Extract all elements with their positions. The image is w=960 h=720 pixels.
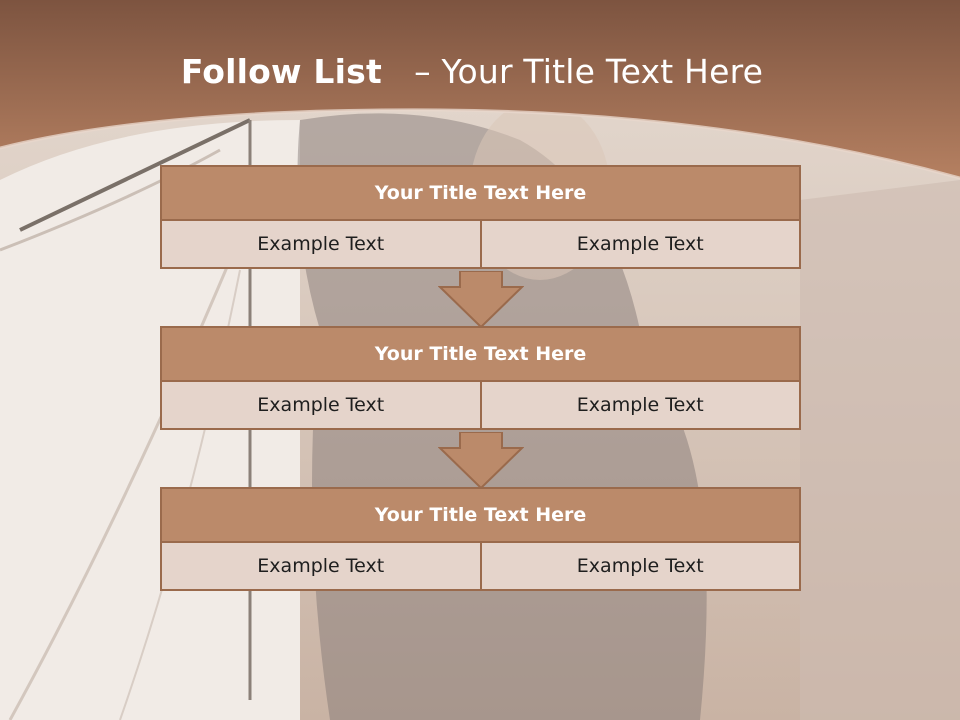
list-block-1: Your Title Text Here Example Text Exampl… (160, 165, 801, 269)
block-title: Your Title Text Here (160, 487, 801, 543)
block-title: Your Title Text Here (160, 165, 801, 221)
slide-title: Follow List – Your Title Text Here (0, 52, 944, 91)
block-cell-right: Example Text (481, 543, 801, 591)
list-block-3: Your Title Text Here Example Text Exampl… (160, 487, 801, 591)
block-cell-left: Example Text (160, 221, 482, 269)
block-cell-right: Example Text (481, 221, 801, 269)
down-arrow-icon (438, 432, 524, 490)
block-cell-left: Example Text (160, 543, 482, 591)
block-row: Example Text Example Text (160, 382, 801, 430)
block-row: Example Text Example Text (160, 221, 801, 269)
block-title: Your Title Text Here (160, 326, 801, 382)
block-row: Example Text Example Text (160, 543, 801, 591)
list-block-2: Your Title Text Here Example Text Exampl… (160, 326, 801, 430)
block-cell-right: Example Text (481, 382, 801, 430)
header-band (0, 0, 960, 180)
down-arrow-icon (438, 271, 524, 329)
block-cell-left: Example Text (160, 382, 482, 430)
title-bold: Follow List (180, 52, 382, 91)
title-rest: – Your Title Text Here (414, 52, 764, 91)
